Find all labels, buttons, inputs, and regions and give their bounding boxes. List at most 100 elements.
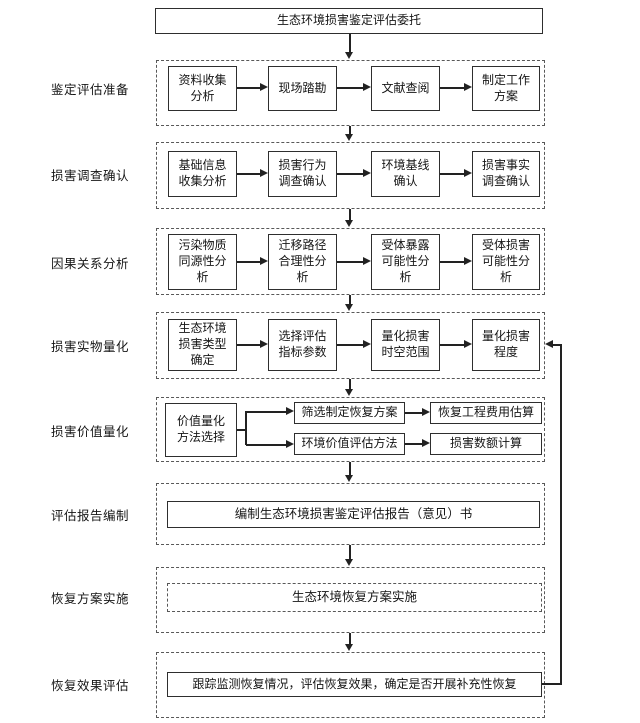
down-arrow-head <box>345 475 353 482</box>
step-box-label: 受体损害可能性分析 <box>481 238 530 284</box>
step-box: 迁移路径合理性分析 <box>268 234 337 290</box>
right-arrow-head <box>464 340 472 348</box>
damage-amount-calculation-box: 损害数额计算 <box>430 433 542 455</box>
step-box-label: 现场踏勘 <box>278 80 327 95</box>
step-box: 选择评估指标参数 <box>268 319 337 371</box>
feedback-top-line <box>552 344 561 346</box>
right-arrow-head <box>260 257 268 265</box>
right-arrow-head <box>260 83 268 91</box>
method-selection-label: 价值量化方法选择 <box>176 414 225 444</box>
branch-top-line <box>246 411 286 413</box>
step-box-label: 文献查阅 <box>381 80 430 95</box>
commission-box: 生态环境损害鉴定评估委托 <box>155 8 543 34</box>
stage-container-report <box>156 483 545 545</box>
right-arrow-line <box>237 173 260 175</box>
step-box-label: 制定工作方案 <box>481 72 530 103</box>
right-arrow-head <box>422 439 430 447</box>
stage-container-causality <box>156 228 545 295</box>
stage-label-report: 评估报告编制 <box>50 509 129 523</box>
branch-stub-line <box>237 429 246 431</box>
step-box: 污染物质同源性分析 <box>168 234 237 290</box>
right-arrow-line <box>337 344 363 346</box>
step-box: 损害事实调查确认 <box>472 151 540 197</box>
step-box: 生态环境损害类型确定 <box>168 319 237 371</box>
right-arrow-line <box>237 87 260 89</box>
step-box: 量化损害时空范围 <box>371 319 440 371</box>
restoration-implementation-label: 生态环境恢复方案实施 <box>291 590 417 605</box>
feedback-arrow-head <box>545 340 553 348</box>
down-arrow-line <box>349 126 351 134</box>
commission-box-label: 生态环境损害鉴定评估委托 <box>276 13 421 28</box>
down-arrow-line <box>349 462 351 475</box>
stage-label-value-quantification: 损害价值量化 <box>50 425 129 439</box>
right-arrow-head <box>464 169 472 177</box>
restoration-cost-estimate-box: 恢复工程费用估算 <box>430 402 542 424</box>
stage-label-restoration: 恢复方案实施 <box>50 592 129 606</box>
step-box: 量化损害程度 <box>472 319 540 371</box>
step-box: 资料收集分析 <box>168 66 237 111</box>
branch-bottom-line <box>246 444 286 446</box>
step-box-label: 量化损害程度 <box>481 329 530 359</box>
step-box: 基础信息收集分析 <box>168 151 237 197</box>
feedback-bottom-line <box>542 683 562 685</box>
step-box-label: 基础信息收集分析 <box>178 158 227 188</box>
restoration-plan-screening-label: 筛选制定恢复方案 <box>301 405 398 420</box>
down-arrow-head <box>345 389 353 396</box>
right-arrow-line <box>337 261 363 263</box>
right-arrow-line <box>237 344 260 346</box>
step-box: 制定工作方案 <box>472 66 540 111</box>
environmental-value-method-label: 环境价值评估方法 <box>301 436 398 451</box>
down-arrow-head <box>345 644 353 651</box>
down-arrow-line <box>349 295 351 304</box>
stage-label-preparation: 鉴定评估准备 <box>50 83 129 97</box>
report-box: 编制生态环境损害鉴定评估报告（意见）书 <box>167 501 540 528</box>
down-arrow-head <box>345 559 353 566</box>
right-arrow-head <box>464 83 472 91</box>
down-arrow-head <box>345 304 353 311</box>
step-box-label: 损害行为调查确认 <box>278 158 327 188</box>
right-arrow-line <box>440 344 464 346</box>
down-arrow-line <box>349 209 351 220</box>
step-box-label: 损害事实调查确认 <box>481 158 530 188</box>
feedback-vertical-line <box>560 344 562 685</box>
branch-junction-line <box>245 411 247 445</box>
step-box: 损害行为调查确认 <box>268 151 337 197</box>
right-arrow-line <box>237 261 260 263</box>
down-arrow-head <box>345 134 353 141</box>
down-arrow-line <box>349 545 351 559</box>
stage-container-preparation <box>156 60 545 126</box>
step-box-label: 选择评估指标参数 <box>278 329 327 359</box>
right-arrow-line <box>405 443 422 445</box>
step-box-label: 环境基线确认 <box>381 158 430 188</box>
step-box: 受体暴露可能性分析 <box>371 234 440 290</box>
step-box-label: 污染物质同源性分析 <box>178 238 227 284</box>
right-arrow-head <box>363 83 371 91</box>
restoration-cost-estimate-label: 恢复工程费用估算 <box>437 405 534 420</box>
step-box: 文献查阅 <box>371 66 440 111</box>
right-arrow-line <box>440 261 464 263</box>
stage-label-investigation: 损害调查确认 <box>50 169 129 183</box>
down-arrow-line <box>349 34 351 52</box>
step-box-label: 资料收集分析 <box>178 72 227 103</box>
right-arrow-head <box>422 408 430 416</box>
right-arrow-head <box>260 340 268 348</box>
step-box-label: 量化损害时空范围 <box>381 329 430 359</box>
tracking-evaluation-box: 跟踪监测恢复情况，评估恢复效果，确定是否开展补充性恢复 <box>167 672 542 697</box>
right-arrow-line <box>440 173 464 175</box>
step-box-label: 生态环境损害类型确定 <box>178 321 227 367</box>
report-box-label: 编制生态环境损害鉴定评估报告（意见）书 <box>234 507 473 522</box>
right-arrow-line <box>337 87 363 89</box>
right-arrow-head <box>464 257 472 265</box>
tracking-evaluation-label: 跟踪监测恢复情况，评估恢复效果，确定是否开展补充性恢复 <box>192 676 517 691</box>
step-box: 现场踏勘 <box>268 66 337 111</box>
stage-label-causality: 因果关系分析 <box>50 257 129 271</box>
stage-container-value-quantification <box>156 397 545 462</box>
down-arrow-line <box>349 379 351 389</box>
stage-container-investigation <box>156 142 545 209</box>
right-arrow-head <box>260 169 268 177</box>
environmental-value-method-box: 环境价值评估方法 <box>294 433 405 455</box>
damage-amount-calculation-label: 损害数额计算 <box>449 436 522 451</box>
step-box-label: 迁移路径合理性分析 <box>278 238 327 284</box>
stage-label-physical-quantification: 损害实物量化 <box>50 340 129 354</box>
step-box: 受体损害可能性分析 <box>472 234 540 290</box>
